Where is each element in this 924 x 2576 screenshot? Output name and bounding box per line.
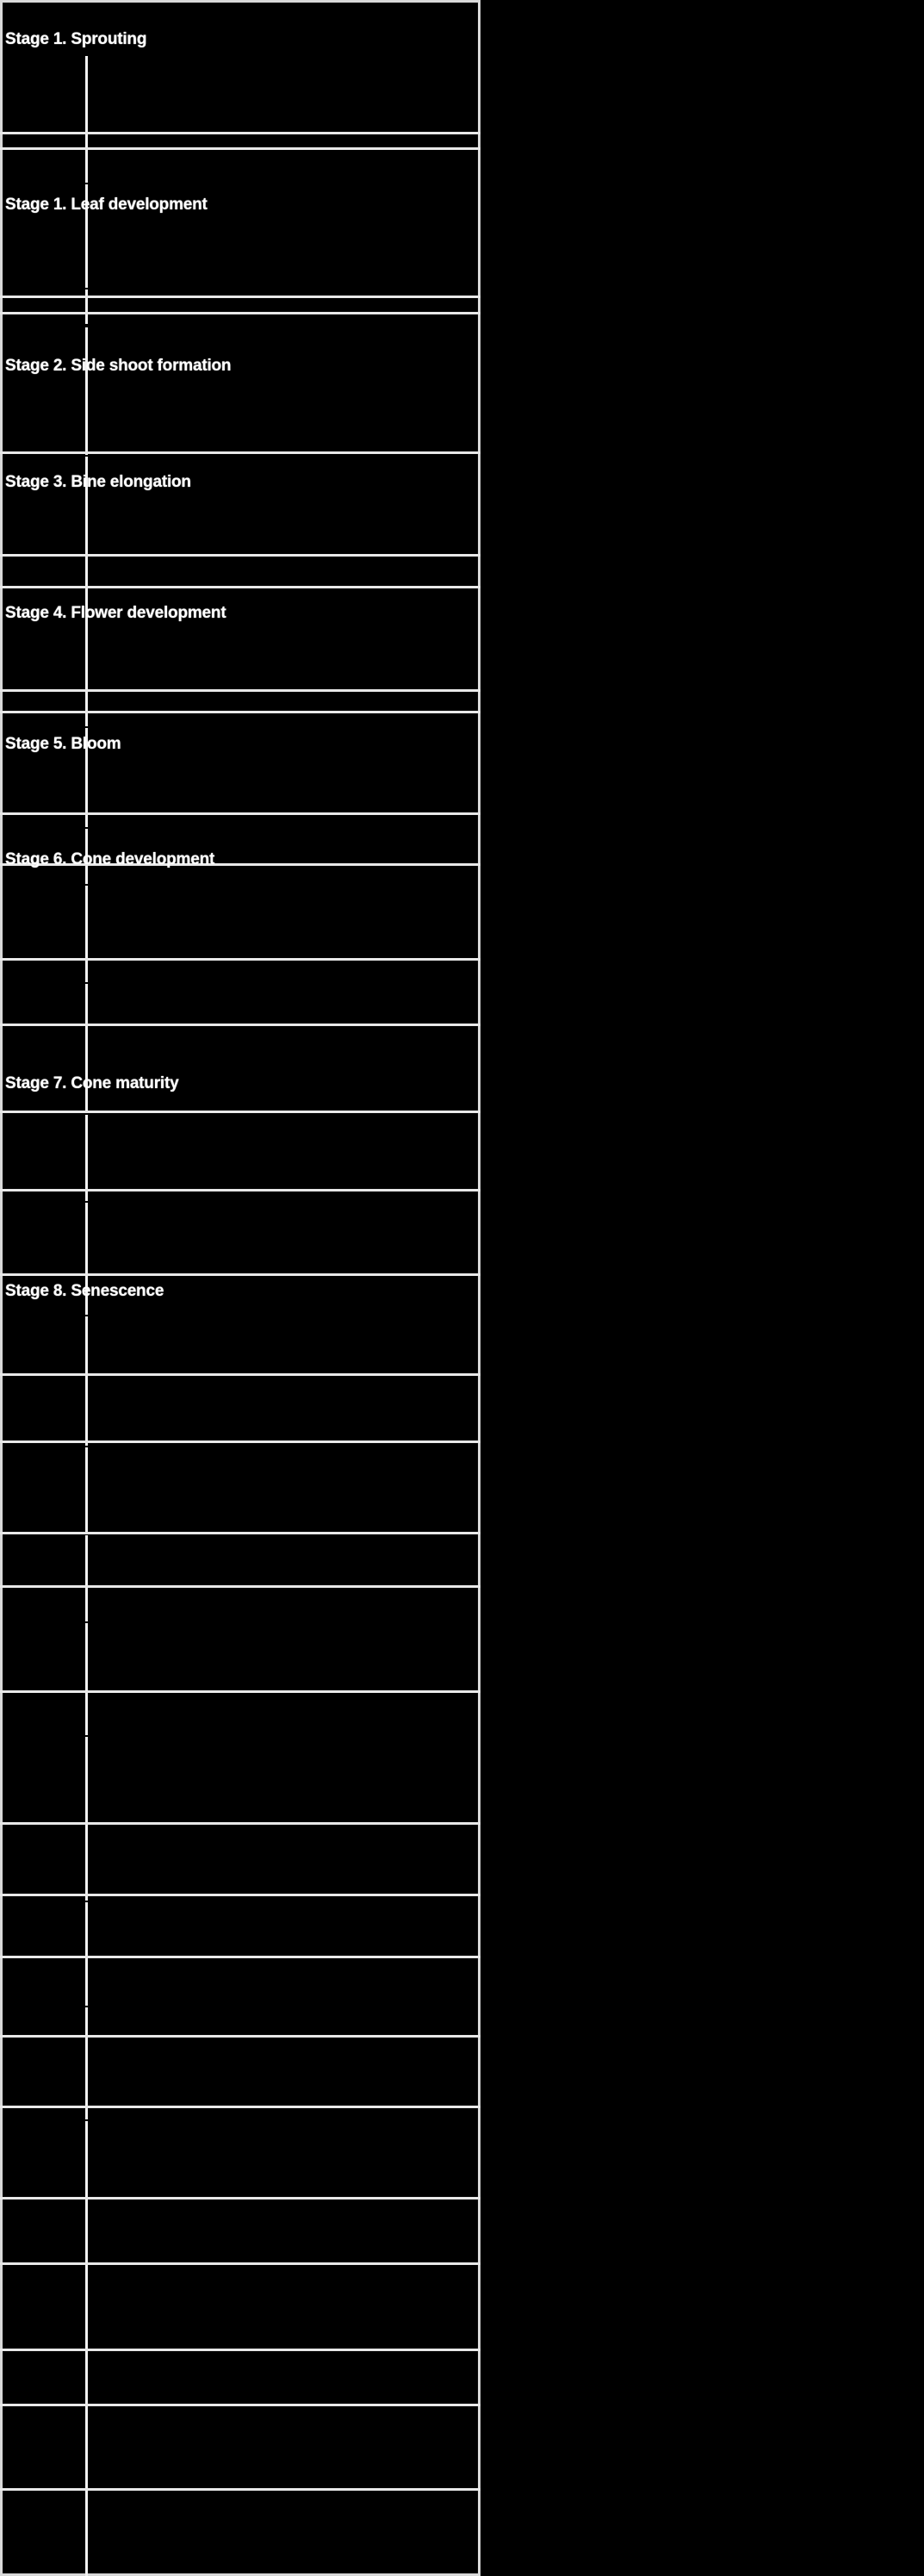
- stage-heading-bine-elongation: Stage 3. Bine elongation: [5, 473, 191, 491]
- column-divider: [85, 1203, 88, 1315]
- column-divider: [85, 184, 88, 288]
- column-divider: [85, 327, 88, 455]
- growth-stages-table: Stage 1. Sprouting Stage 1. Leaf develop…: [0, 0, 481, 2576]
- table-bottom-border: [0, 2573, 481, 2576]
- row-separator: [0, 1111, 481, 1113]
- row-separator: [0, 863, 481, 866]
- column-divider: [85, 588, 88, 726]
- row-separator: [0, 711, 481, 713]
- column-divider: [85, 984, 88, 1113]
- row-separator: [0, 132, 481, 134]
- page-right-margin: [482, 0, 924, 2576]
- column-divider: [85, 56, 88, 138]
- row-separator: [0, 1532, 481, 1534]
- row-separator: [0, 1189, 481, 1192]
- column-divider: [85, 1902, 88, 2006]
- row-separator: [0, 1373, 481, 1376]
- stage-heading-sprouting: Stage 1. Sprouting: [5, 30, 147, 48]
- stage-heading-side-shoot-formation: Stage 2. Side shoot formation: [5, 357, 232, 375]
- stage-heading-leaf-development: Stage 1. Leaf development: [5, 196, 208, 214]
- row-separator: [0, 812, 481, 815]
- row-separator: [0, 1894, 481, 1896]
- column-divider: [85, 1737, 88, 1901]
- column-divider: [85, 2351, 88, 2489]
- stage-heading-bloom: Stage 5. Bloom: [5, 735, 121, 753]
- row-separator: [0, 1822, 481, 1825]
- column-divider: [85, 289, 88, 324]
- column-divider: [85, 138, 88, 183]
- stage-heading-senescence: Stage 8. Senescence: [5, 1282, 164, 1300]
- row-separator: [0, 2035, 481, 2038]
- row-separator: [0, 1440, 481, 1443]
- row-separator: [0, 586, 481, 588]
- column-divider: [85, 2265, 88, 2349]
- row-separator: [0, 147, 481, 150]
- row-separator: [0, 2404, 481, 2406]
- column-divider: [85, 2121, 88, 2263]
- column-divider: [85, 1447, 88, 1534]
- table-left-border: [0, 0, 3, 2576]
- row-separator: [0, 312, 481, 314]
- row-separator: [0, 2106, 481, 2108]
- table-right-border: [478, 0, 481, 2576]
- column-divider: [85, 2491, 88, 2576]
- row-separator: [0, 1024, 481, 1026]
- column-divider: [85, 556, 88, 587]
- row-separator: [0, 296, 481, 298]
- row-separator: [0, 2349, 481, 2351]
- row-separator: [0, 451, 481, 454]
- column-divider: [85, 1535, 88, 1621]
- column-divider: [85, 886, 88, 982]
- column-divider: [85, 2007, 88, 2119]
- column-divider: [85, 1316, 88, 1446]
- stage-heading-cone-maturity: Stage 7. Cone maturity: [5, 1074, 179, 1092]
- column-divider: [85, 728, 88, 827]
- row-separator: [0, 2488, 481, 2491]
- row-separator: [0, 1690, 481, 1693]
- row-separator: [0, 1585, 481, 1588]
- column-divider: [85, 1623, 88, 1735]
- row-separator: [0, 1956, 481, 1958]
- table-top-border: [0, 0, 481, 3]
- row-separator: [0, 689, 481, 692]
- column-divider: [85, 1115, 88, 1201]
- row-separator: [0, 2262, 481, 2265]
- column-divider: [85, 457, 88, 554]
- stage-heading-cone-development: Stage 6. Cone development: [5, 850, 215, 868]
- column-divider: [85, 829, 88, 884]
- row-separator: [0, 1273, 481, 1276]
- row-separator: [0, 554, 481, 557]
- stage-heading-flower-development: Stage 4. Flower development: [5, 604, 226, 622]
- row-separator: [0, 958, 481, 961]
- row-separator: [0, 2197, 481, 2200]
